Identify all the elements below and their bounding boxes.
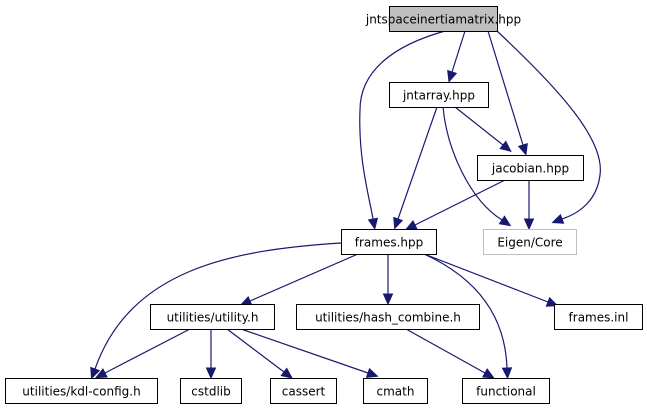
arrowhead-icon bbox=[95, 368, 108, 379]
node-cassert[interactable]: cassert bbox=[270, 378, 337, 404]
edge-frames-to-functional bbox=[423, 253, 513, 380]
arrowhead-icon bbox=[205, 367, 217, 380]
node-box bbox=[363, 378, 428, 404]
edge-line bbox=[94, 242, 342, 370]
edge-line bbox=[442, 106, 503, 221]
node-functional[interactable]: functional bbox=[462, 378, 550, 404]
arrowhead-icon bbox=[367, 217, 379, 231]
node-box bbox=[270, 378, 337, 404]
edge-line bbox=[414, 179, 506, 226]
node-utility[interactable]: utilities/utility.h bbox=[150, 304, 275, 330]
node-jacobian[interactable]: jacobian.hpp bbox=[477, 155, 584, 181]
edge-line bbox=[249, 253, 359, 302]
node-box bbox=[341, 229, 437, 255]
edge-utility-to-kdl-config bbox=[95, 328, 191, 379]
edge-jacobian-to-frames bbox=[404, 179, 506, 231]
arrowhead-icon bbox=[551, 213, 565, 224]
edge-line bbox=[487, 30, 524, 146]
node-box bbox=[462, 378, 550, 404]
nodes-layer: jntspaceinertiamatrix.hpp jntarray.hpp jac… bbox=[5, 6, 643, 404]
arrowhead-icon bbox=[523, 218, 535, 231]
arrowhead-icon bbox=[499, 140, 512, 152]
edge-utility-to-cassert bbox=[226, 328, 293, 379]
edge-jntarray-to-jacobian bbox=[454, 106, 512, 152]
node-label: frames.inl bbox=[569, 311, 629, 325]
arrowhead-icon bbox=[239, 295, 253, 306]
edge-line bbox=[240, 328, 369, 374]
arrowhead-icon bbox=[517, 142, 528, 156]
edge-hash-combine-to-functional bbox=[405, 328, 495, 379]
node-box bbox=[477, 155, 584, 181]
edge-jntarray-to-eigen-core bbox=[442, 106, 512, 227]
node-label: cassert bbox=[282, 385, 326, 399]
edge-jntspaceinertiamatrix-to-eigen-core bbox=[496, 30, 601, 224]
node-label: utilities/utility.h bbox=[167, 311, 259, 325]
arrowhead-icon bbox=[447, 69, 458, 83]
edge-line bbox=[104, 328, 191, 374]
node-label: utilities/hash_combine.h bbox=[315, 311, 461, 325]
node-hash-combine[interactable]: utilities/hash_combine.h bbox=[296, 304, 480, 330]
edge-jntspaceinertiamatrix-to-jacobian bbox=[487, 30, 528, 156]
edge-frames-to-utility bbox=[239, 253, 359, 306]
arrowhead-icon bbox=[404, 220, 418, 231]
edge-line bbox=[423, 253, 508, 369]
edge-frames-to-frames-inl bbox=[423, 253, 559, 307]
arrowhead-icon bbox=[90, 366, 101, 380]
node-frames[interactable]: frames.hpp bbox=[341, 229, 437, 255]
arrowhead-icon bbox=[365, 367, 379, 378]
node-frames-inl[interactable]: frames.inl bbox=[554, 304, 643, 330]
edge-jntspaceinertiamatrix-to-jntarray bbox=[447, 30, 466, 83]
arrowhead-icon bbox=[501, 367, 513, 380]
edge-line bbox=[397, 106, 438, 220]
node-jntarray[interactable]: jntarray.hpp bbox=[389, 82, 489, 108]
edge-line bbox=[405, 328, 486, 374]
node-box bbox=[150, 304, 275, 330]
edge-line bbox=[451, 30, 466, 73]
arrowhead-icon bbox=[393, 216, 404, 230]
edge-line bbox=[226, 328, 285, 373]
edge-utility-to-cstdlib bbox=[205, 329, 217, 380]
edge-jacobian-to-eigen-core bbox=[523, 180, 535, 231]
edge-line bbox=[496, 30, 601, 220]
node-eigen-core[interactable]: Eigen/Core bbox=[483, 229, 577, 255]
arrowhead-icon bbox=[382, 293, 394, 306]
node-jntspaceinertiamatrix: jntspaceinertiamatrix.hpp bbox=[365, 6, 521, 32]
node-box bbox=[389, 6, 498, 32]
node-box bbox=[296, 304, 480, 330]
node-label: jacobian.hpp bbox=[491, 162, 569, 176]
edge-line bbox=[359, 30, 446, 220]
node-label: functional bbox=[476, 385, 536, 399]
node-label: utilities/kdl-config.h bbox=[22, 385, 140, 399]
node-box bbox=[389, 82, 489, 108]
node-box bbox=[5, 378, 158, 404]
edge-utility-to-cmath bbox=[240, 328, 379, 378]
node-box bbox=[554, 304, 643, 330]
arrowhead-icon bbox=[280, 367, 293, 379]
node-label: jntarray.hpp bbox=[402, 89, 475, 103]
edge-line bbox=[454, 106, 504, 146]
node-label: cmath bbox=[377, 385, 415, 399]
edge-line bbox=[423, 253, 549, 303]
node-label: cstdlib bbox=[191, 385, 230, 399]
edge-jntarray-to-frames bbox=[393, 106, 438, 230]
edge-frames-to-hash-combine bbox=[382, 254, 394, 306]
node-label: frames.hpp bbox=[355, 236, 424, 250]
node-label: Eigen/Core bbox=[497, 236, 562, 250]
node-cstdlib[interactable]: cstdlib bbox=[180, 378, 242, 404]
node-cmath[interactable]: cmath bbox=[363, 378, 428, 404]
edge-frames-to-kdl-config bbox=[90, 242, 342, 380]
edges-layer bbox=[90, 30, 601, 380]
node-box bbox=[483, 229, 577, 255]
arrowhead-icon bbox=[481, 368, 495, 379]
node-label: jntspaceinertiamatrix.hpp bbox=[365, 13, 521, 27]
node-box bbox=[180, 378, 242, 404]
edge-jntspaceinertiamatrix-to-frames bbox=[359, 30, 446, 231]
node-kdl-config[interactable]: utilities/kdl-config.h bbox=[5, 378, 158, 404]
arrowhead-icon bbox=[498, 215, 512, 227]
